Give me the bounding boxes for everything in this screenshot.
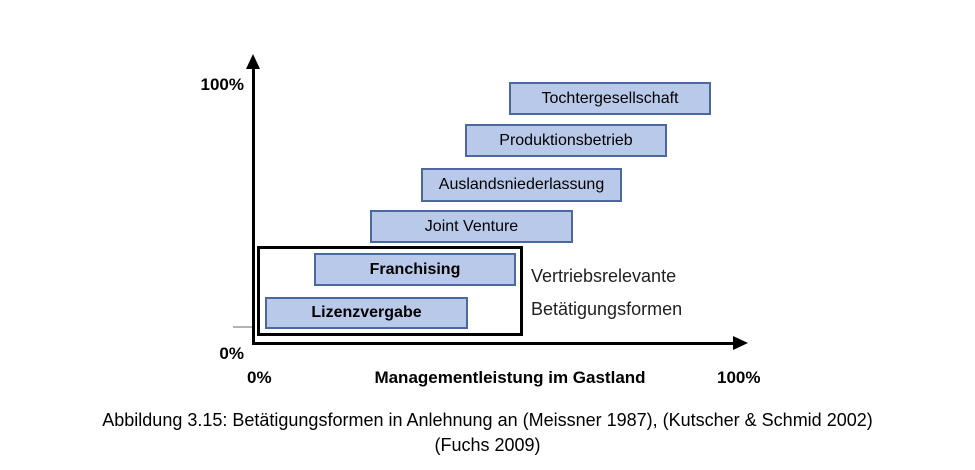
- y-axis-zero-label: 0%: [219, 344, 244, 363]
- activity-box-joint-venture: Joint Venture: [370, 210, 573, 243]
- activity-box-franchising: Franchising: [314, 253, 516, 286]
- figure-caption-line2: (Fuchs 2009): [434, 435, 541, 455]
- x-axis-title: Managementleistung im Gastland: [374, 368, 646, 387]
- activity-box-auslandsniederlassung: Auslandsniederlassung: [421, 168, 622, 202]
- y-axis-max-label: 100%: [200, 75, 244, 94]
- activity-box-lizenzvergabe: Lizenzvergabe: [265, 297, 468, 329]
- figure-caption: Abbildung 3.15: Betätigungsformen in Anl…: [0, 408, 975, 458]
- activity-box-produktionsbetrieb: Produktionsbetrieb: [465, 124, 667, 157]
- group-label-line1: Vertriebsrelevante: [531, 266, 677, 286]
- sales-relevant-group-label: Vertriebsrelevante Betätigungsformen: [531, 266, 682, 319]
- y-axis-tick: [233, 326, 252, 328]
- y-axis-arrowhead-icon: [246, 54, 260, 69]
- y-axis-line: [252, 64, 255, 345]
- x-axis-zero-label: 0%: [247, 368, 272, 387]
- x-axis-arrowhead-icon: [733, 336, 748, 350]
- sales-relevant-group-outline: [257, 246, 523, 336]
- activity-box-tochtergesellschaft: Tochtergesellschaft: [509, 82, 711, 115]
- figure-caption-line1: Abbildung 3.15: Betätigungsformen in Anl…: [102, 410, 873, 430]
- x-axis-max-label: 100%: [717, 368, 761, 387]
- x-axis-line: [252, 342, 734, 345]
- group-label-line2: Betätigungsformen: [531, 299, 683, 319]
